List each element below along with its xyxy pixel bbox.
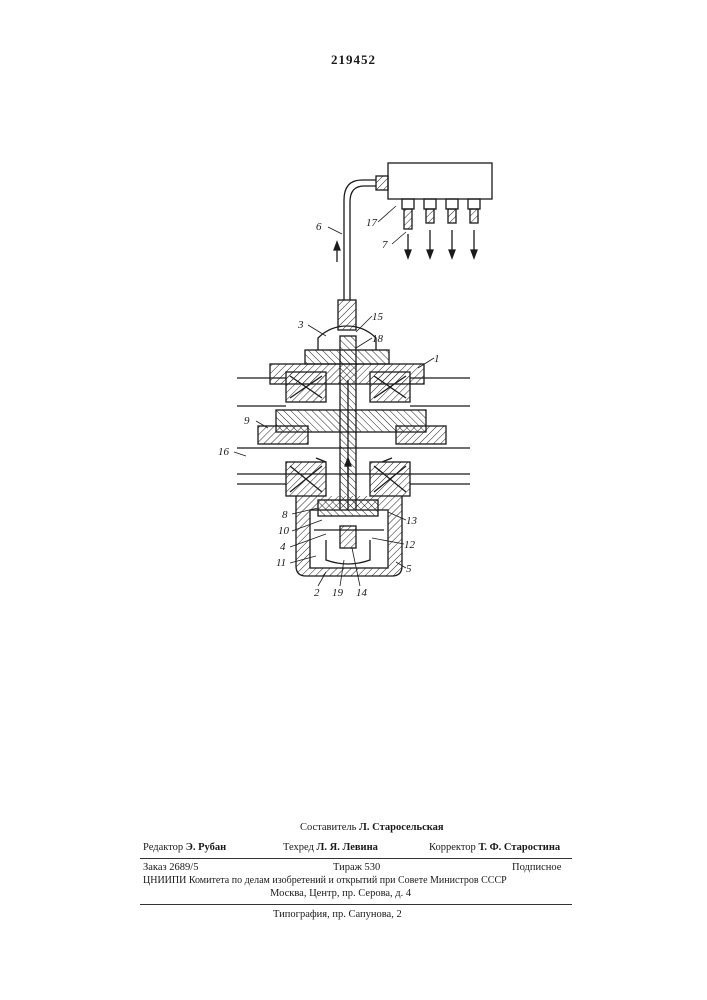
techred-line: Техред Л. Я. Левина xyxy=(283,842,378,853)
imprint-rule-bottom xyxy=(140,904,572,905)
label-5: 5 xyxy=(406,563,412,575)
label-13: 13 xyxy=(406,515,418,527)
label-14: 14 xyxy=(356,587,368,599)
technical-drawing: 17 7 6 15 3 18 1 9 16 8 10 4 11 13 12 5 … xyxy=(0,0,707,760)
label-4: 4 xyxy=(280,541,286,553)
circulation: Тираж 530 xyxy=(333,862,380,873)
label-17: 17 xyxy=(366,217,378,229)
label-3: 3 xyxy=(297,319,304,331)
compiler-role: Составитель xyxy=(300,822,356,833)
order-number: Заказ 2689/5 xyxy=(143,862,198,873)
label-1: 1 xyxy=(434,353,440,365)
distributor-outlets xyxy=(402,199,480,229)
compiler-line: Составитель Л. Старосельская xyxy=(300,822,444,833)
subscription: Подписное xyxy=(512,862,561,873)
label-7: 7 xyxy=(382,239,388,251)
editor-name: Э. Рубан xyxy=(186,842,226,853)
label-11: 11 xyxy=(276,557,286,569)
label-2: 2 xyxy=(314,587,320,599)
institute-line-1: ЦНИИПИ Комитета по делам изобретений и о… xyxy=(143,875,507,886)
label-9: 9 xyxy=(244,415,250,427)
techred-role: Техред xyxy=(283,842,314,853)
editor-role: Редактор xyxy=(143,842,183,853)
label-19: 19 xyxy=(332,587,344,599)
editor-line: Редактор Э. Рубан xyxy=(143,842,226,853)
printer-line: Типография, пр. Сапунова, 2 xyxy=(273,909,402,920)
tube xyxy=(344,180,376,300)
label-6: 6 xyxy=(316,221,322,233)
label-12: 12 xyxy=(404,539,416,551)
corrector-role: Корректор xyxy=(429,842,476,853)
institute-line-2: Москва, Центр, пр. Серова, д. 4 xyxy=(270,888,411,899)
label-8: 8 xyxy=(282,509,288,521)
imprint-rule-top xyxy=(140,858,572,859)
distributor-box xyxy=(388,163,492,199)
corrector-name: Т. Ф. Старостина xyxy=(478,842,560,853)
label-10: 10 xyxy=(278,525,290,537)
tube-fitting xyxy=(376,176,388,190)
techred-name: Л. Я. Левина xyxy=(317,842,378,853)
label-16: 16 xyxy=(218,446,230,458)
corrector-line: Корректор Т. Ф. Старостина xyxy=(429,842,560,853)
compiler-name: Л. Старосельская xyxy=(359,822,444,833)
outflow-arrows xyxy=(405,230,477,258)
label-18: 18 xyxy=(372,333,384,345)
label-15: 15 xyxy=(372,311,384,323)
